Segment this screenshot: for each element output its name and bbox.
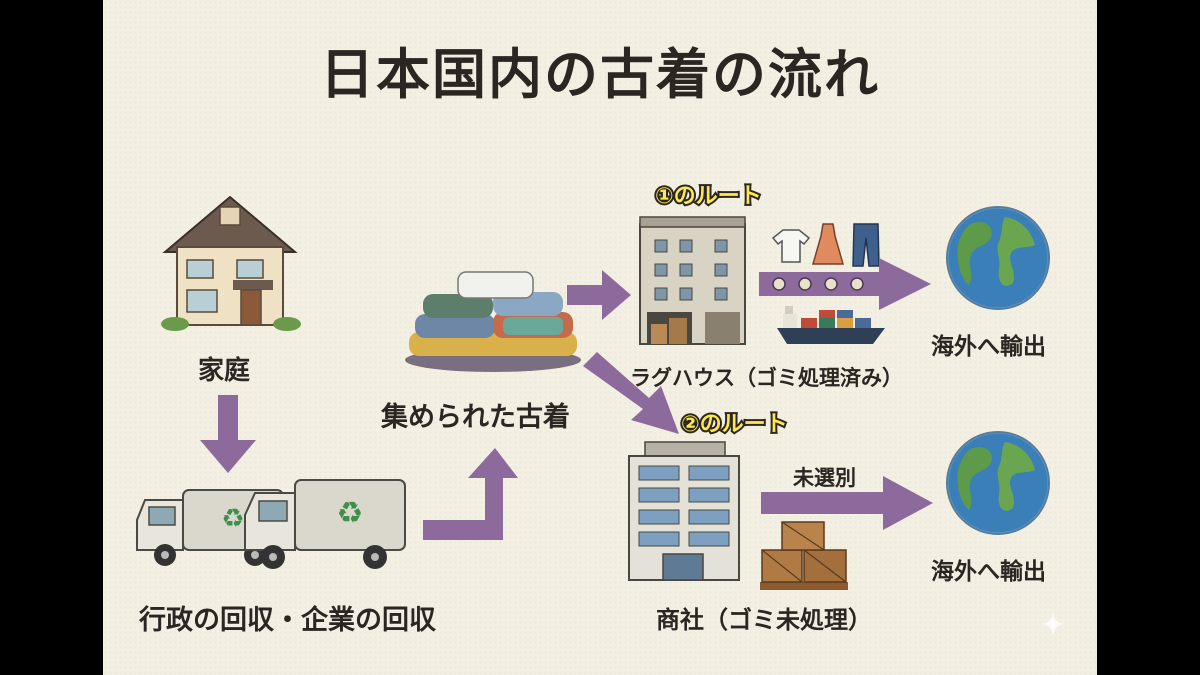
export-2-label: 海外へ輸出 — [931, 559, 1046, 585]
arrow-clothes-to-trading — [583, 352, 679, 434]
page-title: 日本国内の古着の流れ — [320, 43, 880, 106]
diagram-canvas: 日本国内の古着の流れ 家庭 ♻ ♻ 行政の回収・企業の回収 — [103, 0, 1097, 675]
unsorted-edge-label: 未選別 — [793, 466, 856, 490]
factory-building-icon — [639, 216, 746, 345]
raghouse-label: ラグハウス（ゴミ処理済み） — [630, 366, 903, 390]
conveyor-arrow-route-1 — [759, 258, 931, 310]
tshirt-icon — [771, 229, 811, 263]
trading-company-label: 商社（ゴミ未処理） — [656, 606, 872, 634]
collected-clothes-label: 集められた古着 — [381, 402, 570, 433]
wooden-crates-icon — [760, 521, 848, 590]
clothes-pile-icon — [405, 271, 581, 372]
globe-icon-2 — [945, 430, 1051, 536]
svg-text:♻: ♻ — [221, 504, 244, 534]
svg-text:♻: ♻ — [337, 496, 364, 531]
arrow-collection-to-clothes — [423, 448, 518, 540]
export-1-label: 海外へ輸出 — [931, 334, 1046, 360]
cargo-ship-icon — [777, 306, 885, 344]
arrow-clothes-to-raghouse — [567, 270, 631, 320]
household-label: 家庭 — [198, 356, 251, 386]
globe-icon — [945, 205, 1051, 311]
route-1-label: ①のルート — [653, 182, 764, 211]
jeans-icon — [852, 223, 880, 267]
arrow-trading-to-export — [761, 476, 933, 530]
collection-label: 行政の回収・企業の回収 — [139, 605, 436, 636]
office-building-icon — [628, 441, 740, 581]
garbage-truck-icon: ♻ ♻ — [136, 479, 406, 569]
house-icon — [161, 195, 301, 331]
sparkle-icon — [1041, 612, 1065, 636]
route-2-label: ②のルート — [679, 410, 790, 439]
arrow-household-to-collection — [200, 395, 256, 473]
dress-icon — [812, 223, 844, 265]
